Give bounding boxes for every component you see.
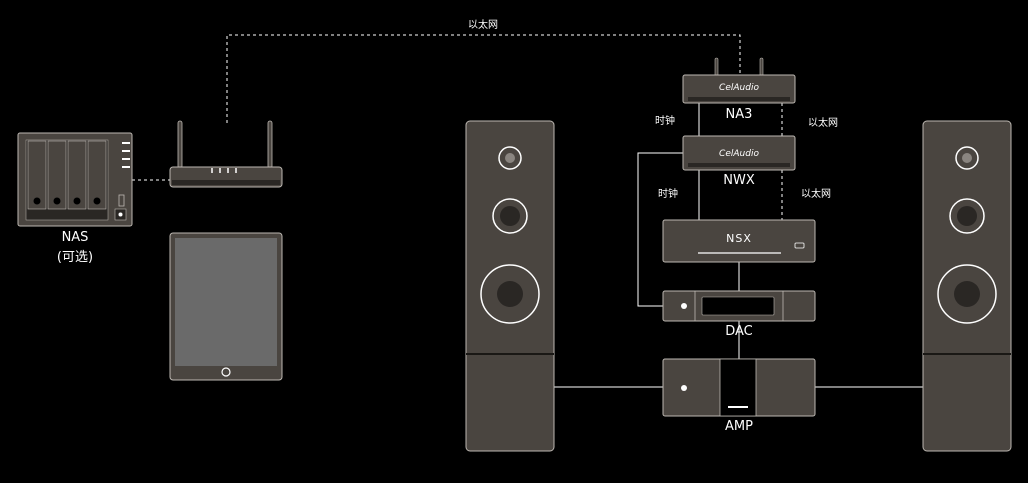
dac-display — [701, 296, 775, 316]
dac-device — [662, 290, 816, 322]
clock-nwx-to-dac — [637, 152, 683, 307]
tablet-screen — [175, 238, 277, 366]
nas-device — [17, 132, 133, 227]
nas-label: NAS — [61, 230, 89, 245]
na3-device: CelAudio — [682, 57, 796, 104]
na3-antenna-right — [759, 57, 764, 77]
ethernet-router-to-na3 — [226, 34, 741, 123]
ethernet-na3-label: 以太网 — [808, 118, 838, 129]
dac-power-led — [681, 303, 687, 309]
amp-label: AMP — [725, 419, 753, 434]
na3-antenna-left — [714, 57, 719, 77]
nwx-logo: CelAudio — [719, 149, 759, 159]
router-antenna-left — [177, 120, 183, 169]
nas-status-leds — [122, 142, 130, 168]
amp-power-led — [681, 385, 687, 391]
nsx-logo: NSX — [726, 232, 752, 245]
nwx-device: CelAudio — [682, 135, 796, 171]
na3-label: NA3 — [725, 107, 753, 122]
tablet-device — [169, 232, 283, 381]
nsx-indicator — [794, 242, 805, 249]
ethernet-top-label: 以太网 — [468, 20, 498, 31]
connection-lines — [132, 34, 923, 388]
router-antenna-right — [267, 120, 273, 169]
clock-nwx-label: 时钟 — [658, 189, 678, 200]
dac-label: DAC — [725, 324, 753, 339]
right-speaker — [922, 120, 1012, 452]
amp-device — [662, 358, 816, 417]
left-speaker — [465, 120, 555, 452]
nsx-device: NSX — [662, 219, 816, 263]
nas-drive-bays — [27, 140, 107, 210]
nwx-label: NWX — [723, 173, 755, 188]
tablet-home-button — [221, 367, 231, 377]
ethernet-nwx-label: 以太网 — [801, 189, 831, 200]
router-device — [169, 120, 283, 188]
na3-logo: CelAudio — [719, 83, 759, 93]
nas-optional-label: (可选) — [56, 250, 94, 265]
clock-na3-label: 时钟 — [655, 116, 675, 127]
